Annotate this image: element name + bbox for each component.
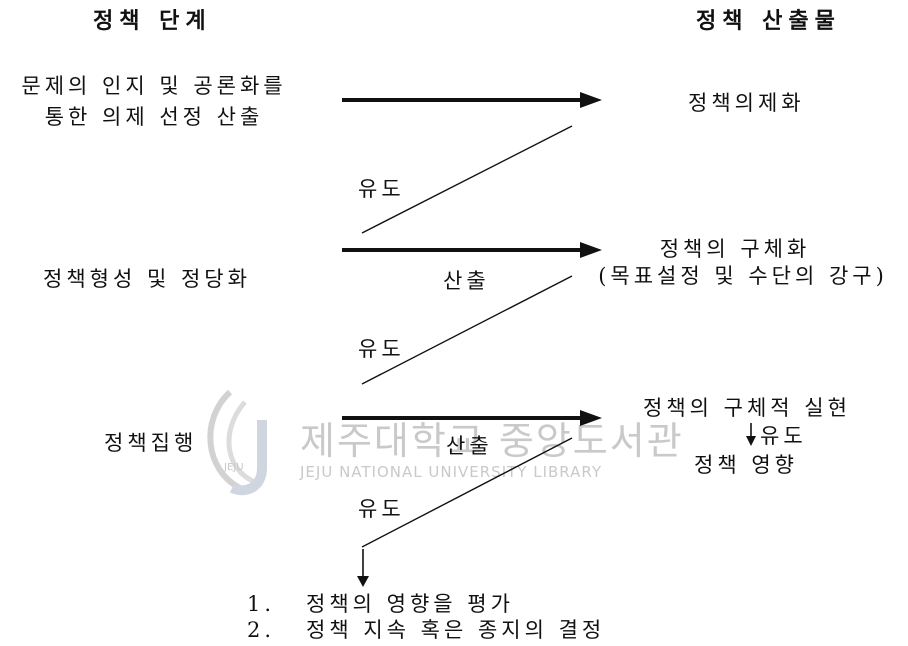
watermark-subtitle: JEJU NATIONAL UNIVERSITY LIBRARY [300, 463, 602, 481]
stages-header: 정책 단계 [93, 8, 212, 34]
produce-arrow-2-head [580, 242, 602, 258]
watermark-logo-text: JEJU [224, 462, 244, 473]
produce-label-3: 산출 [446, 434, 493, 458]
evaluation-item-2-text: 정책 지속 혹은 종지의 결정 [306, 618, 606, 642]
induce-label-1: 유도 [358, 177, 405, 201]
induce-diagonal-3 [361, 437, 573, 548]
produce-arrow-3-head [580, 410, 602, 426]
stage-formulation: 정책형성 및 정당화 [43, 267, 251, 291]
stage-agenda-line2: 통한 의제 선정 산출 [44, 105, 264, 129]
output-induce-label: 유도 [760, 424, 807, 448]
evaluation-item-2-number: 2. [247, 618, 276, 642]
stage-agenda-line1: 문제의 인지 및 공론화를 [21, 74, 287, 98]
outputs-header: 정책 산출물 [696, 8, 841, 34]
realization-down-arrow-head [746, 436, 756, 446]
induce-diagonal-2 [361, 275, 573, 385]
induce-diagonal-1 [361, 125, 573, 234]
output-agenda-setting: 정책의제화 [688, 91, 805, 115]
evaluation-down-arrow-head [357, 576, 369, 587]
produce-label-2: 산출 [443, 269, 490, 293]
output-concretization-line2: (목표설정 및 수단의 강구) [598, 264, 888, 288]
output-concretization-line1: 정책의 구체화 [659, 237, 811, 261]
evaluation-item-1-number: 1. [247, 592, 276, 616]
induce-label-3: 유도 [358, 497, 405, 521]
output-realization: 정책의 구체적 실현 [643, 396, 851, 420]
stage-implementation: 정책집행 [104, 431, 198, 455]
produce-arrow-1-head [580, 92, 602, 108]
watermark-title: 제주대학교 중앙도서관 [300, 419, 684, 463]
output-policy-impact: 정책 영향 [694, 453, 798, 477]
evaluation-item-1-text: 정책의 영향을 평가 [306, 592, 514, 616]
induce-label-2: 유도 [358, 337, 405, 361]
